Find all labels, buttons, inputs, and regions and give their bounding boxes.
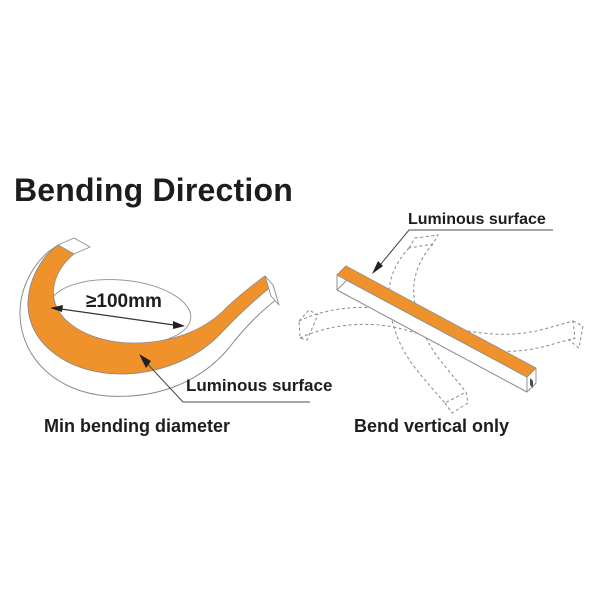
bend-vertical-diagram	[298, 229, 584, 414]
curved-strip-end-cap-top	[57, 237, 91, 255]
right-leader-line	[372, 229, 553, 274]
curved-strip-end-cap-right	[264, 275, 280, 306]
min-bending-diameter-caption: Min bending diameter	[44, 416, 231, 436]
straight-strip	[336, 265, 537, 393]
figure-title: Bending Direction	[14, 172, 293, 208]
min-diameter-value-label: ≥100mm	[86, 291, 162, 312]
diameter-arrow	[50, 305, 185, 329]
right-luminous-surface-label: Luminous surface	[408, 211, 546, 228]
left-luminous-surface-label: Luminous surface	[186, 376, 333, 395]
min-bend-diagram	[19, 237, 310, 403]
bend-vertical-only-caption: Bend vertical only	[354, 416, 510, 436]
left-leader-line	[139, 354, 310, 403]
straight-strip-luminous-surface	[336, 265, 537, 378]
straight-strip-end-slot	[530, 378, 533, 388]
straight-strip-side-wall	[336, 274, 528, 393]
